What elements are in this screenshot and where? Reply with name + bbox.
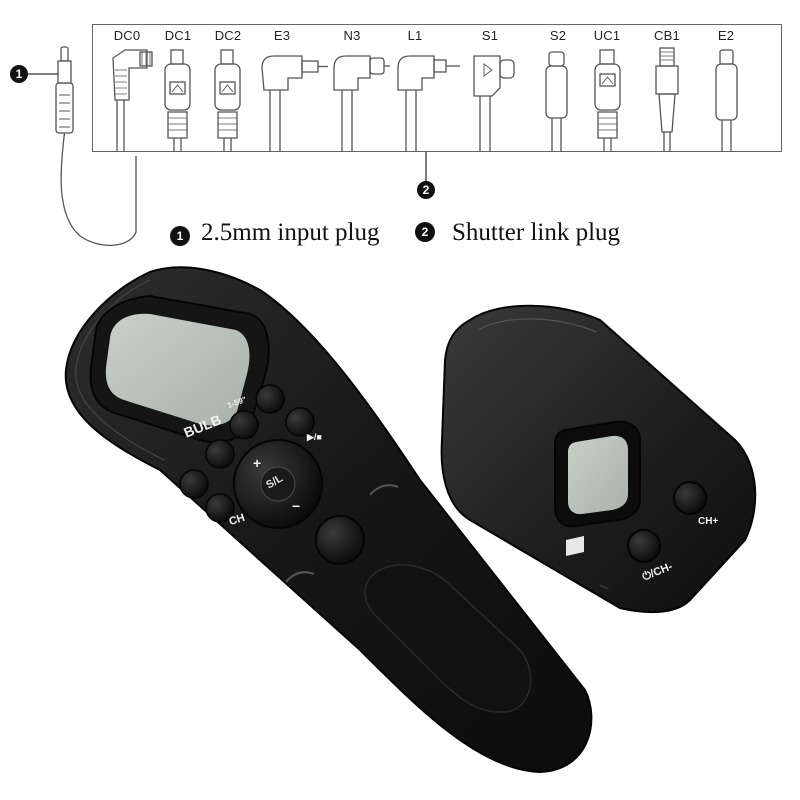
plug-s2-drawing (545, 51, 568, 152)
plug-drawings (28, 46, 738, 247)
plug-e3-drawing (261, 55, 328, 152)
plug-label-dc2: DC2 (214, 28, 242, 43)
plug-e2-drawing (715, 49, 738, 152)
legend-1-badge: 1 (170, 226, 190, 246)
plug-label-e2: E2 (717, 28, 735, 43)
input-plug-drawing (55, 46, 137, 247)
plug-cb1-drawing (655, 47, 679, 152)
plug-dc2-drawing (214, 49, 241, 152)
plug-label-s1: S1 (481, 28, 499, 43)
plug-label-s2: S2 (549, 28, 567, 43)
dpad-minus-label: − (292, 498, 301, 514)
plug-label-dc0: DC0 (113, 28, 141, 43)
plug-s1-drawing (473, 55, 515, 152)
legend-1-text: 2.5mm input plug (201, 219, 380, 246)
receiver-body (440, 304, 757, 614)
plug-label-dc1: DC1 (164, 28, 192, 43)
legend-2-badge: 2 (415, 222, 435, 242)
play-stop-label: ▶/■ (307, 432, 322, 442)
plug-dc1-drawing (164, 49, 191, 152)
plug-diagram-frame (92, 24, 782, 152)
plug-label-cb1: CB1 (654, 28, 680, 43)
plug-n3-drawing (333, 55, 390, 152)
plug-uc1-drawing (594, 49, 621, 152)
dpad-plus-label: + (253, 455, 262, 471)
plug-dc0-drawing (112, 49, 153, 152)
callout-1-badge: 1 (10, 65, 28, 83)
plug-label-e3: E3 (273, 28, 291, 43)
remote-body (64, 266, 593, 774)
plug-label-uc1: UC1 (593, 28, 621, 43)
plug-l1-drawing (397, 55, 460, 152)
legend-2-text: Shutter link plug (452, 219, 621, 246)
plug-label-l1: L1 (407, 28, 423, 43)
receiver-ch-plus-label: CH+ (698, 516, 719, 527)
callout-2-badge: 2 (417, 181, 435, 199)
plug-label-n3: N3 (343, 28, 361, 43)
